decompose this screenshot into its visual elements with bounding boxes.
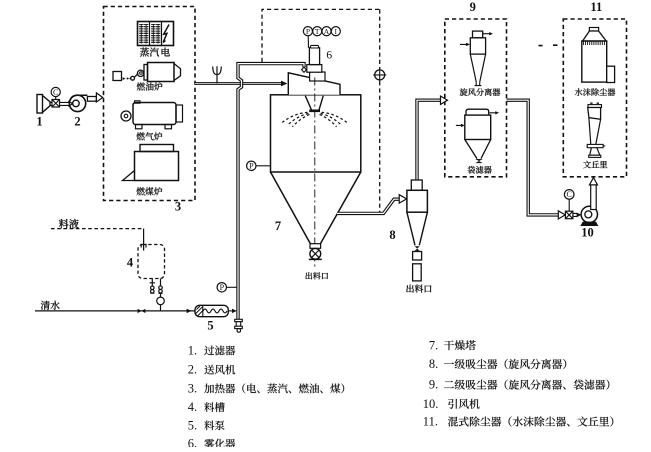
svg-text:2.: 2. [188, 363, 197, 377]
svg-text:4.: 4. [188, 400, 197, 414]
svg-text:P: P [249, 162, 254, 171]
svg-text:5: 5 [207, 319, 213, 333]
svg-text:I: I [335, 27, 338, 36]
svg-text:10: 10 [581, 226, 594, 240]
svg-text:4: 4 [127, 256, 134, 270]
svg-text:A: A [324, 27, 330, 36]
svg-text:9.: 9. [429, 378, 438, 392]
svg-text:P: P [306, 27, 310, 36]
svg-text:C: C [567, 190, 572, 199]
svg-text:C: C [53, 88, 58, 97]
svg-text:1: 1 [36, 115, 42, 129]
svg-text:3: 3 [175, 200, 181, 214]
svg-text:2: 2 [74, 115, 80, 129]
svg-text:P: P [220, 283, 225, 292]
svg-text:1.: 1. [188, 343, 197, 357]
svg-text:3.: 3. [188, 381, 197, 395]
svg-text:6: 6 [326, 50, 332, 62]
svg-text:10.: 10. [423, 397, 439, 411]
svg-text:7: 7 [275, 219, 281, 233]
svg-text:6.: 6. [188, 437, 197, 447]
svg-text:11: 11 [590, 0, 602, 14]
svg-text:9: 9 [470, 0, 476, 14]
svg-text:T: T [315, 27, 320, 36]
svg-text:8.: 8. [429, 357, 438, 371]
svg-text:11.: 11. [423, 415, 438, 429]
svg-text:7.: 7. [429, 338, 438, 352]
svg-text:5.: 5. [188, 418, 197, 432]
svg-text:8: 8 [389, 228, 395, 242]
